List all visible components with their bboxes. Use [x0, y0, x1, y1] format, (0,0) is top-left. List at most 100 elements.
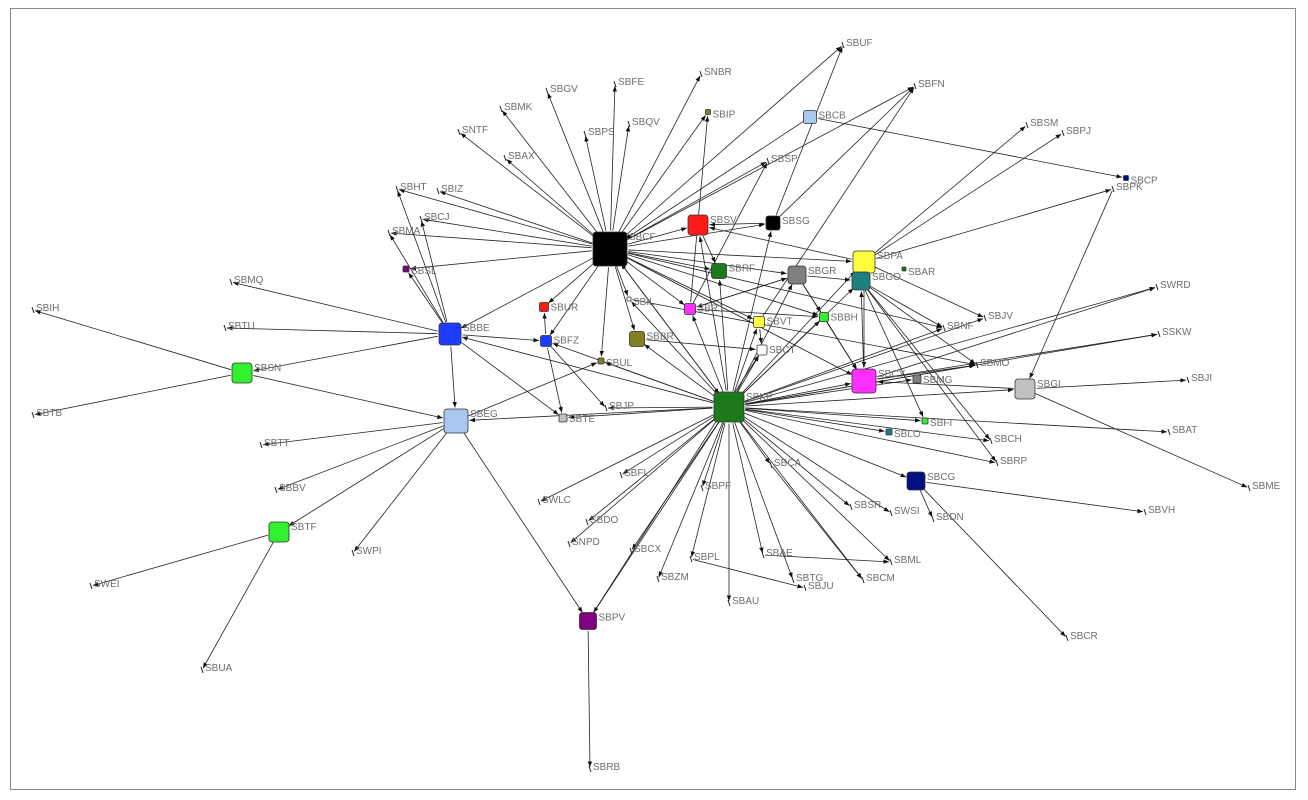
node-tick-sbju[interactable] [803, 584, 807, 592]
node-tick-sbmq[interactable] [229, 278, 233, 286]
node-sbgo[interactable]: SBGO [851, 271, 901, 291]
node-tick-sbtg[interactable] [791, 576, 795, 584]
node-tick-sskw[interactable] [1157, 330, 1161, 338]
node-sbte[interactable]: SBTE [558, 413, 595, 425]
node-sbtu[interactable]: SBTU [223, 321, 255, 332]
node-box-sblo[interactable] [885, 428, 893, 436]
node-sbpk[interactable]: SBPK [1111, 182, 1143, 193]
node-sbkp[interactable]: SBKP [713, 391, 773, 423]
node-tick-sbsp[interactable] [766, 157, 770, 165]
node-sbcf[interactable]: SBCF [592, 231, 656, 267]
node-tick-sbcr[interactable] [1065, 634, 1069, 642]
node-box-sbgr[interactable] [787, 265, 807, 285]
node-tick-sbpf[interactable] [700, 484, 704, 492]
node-tick-sbzm[interactable] [656, 575, 660, 583]
node-sbcx[interactable]: SBCX [629, 544, 662, 555]
node-box-sbbh[interactable] [819, 312, 829, 322]
node-sbht[interactable]: SBHT [395, 182, 427, 193]
node-sbpv[interactable]: SBPV [579, 612, 626, 630]
node-sbil[interactable]: SBIL [626, 296, 655, 308]
node-sbdn[interactable]: SBDN [931, 512, 964, 523]
node-tick-sbsm[interactable] [1025, 121, 1029, 129]
node-box-sbfz[interactable] [540, 335, 552, 347]
node-box-sbgl[interactable] [1014, 378, 1036, 400]
node-box-sbtf[interactable] [268, 521, 290, 543]
node-sbfi[interactable]: SBFI [921, 417, 952, 429]
node-sbcp[interactable]: SBCP [1123, 175, 1159, 187]
node-sbih[interactable]: SBIH [31, 303, 59, 314]
node-sbcr[interactable]: SBCR [1065, 631, 1098, 642]
node-sbcm[interactable]: SBCM [861, 573, 895, 584]
node-tick-swlc[interactable] [537, 498, 541, 506]
node-sbrp[interactable]: SBRP [995, 456, 1028, 467]
node-box-sbfi[interactable] [921, 417, 929, 425]
node-tick-sbbv[interactable] [274, 486, 278, 494]
node-tick-sbgv[interactable] [545, 87, 549, 95]
node-sbjp[interactable]: SBJP [604, 401, 634, 412]
node-tick-sbuf[interactable] [841, 41, 845, 49]
node-box-sbte[interactable] [558, 413, 568, 423]
node-box-sbar[interactable] [901, 266, 907, 272]
node-sbbr[interactable]: SBBR [629, 331, 674, 347]
node-sbgl[interactable]: SBGL [1014, 378, 1064, 400]
node-tick-sbiz[interactable] [436, 187, 440, 195]
node-sbcj[interactable]: SBCJ [419, 212, 450, 223]
node-sbrf[interactable]: SBRF [711, 263, 756, 279]
node-sbpf[interactable]: SBPF [700, 481, 731, 492]
node-tick-sbma[interactable] [387, 229, 391, 237]
node-tick-sbae[interactable] [761, 551, 765, 559]
node-sbbh[interactable]: SBBH [819, 312, 858, 324]
node-sbdo[interactable]: SBDO [585, 515, 619, 526]
node-sbua[interactable]: SBUA [200, 663, 233, 674]
node-tick-sbua[interactable] [200, 666, 204, 674]
node-tick-snpd[interactable] [567, 540, 571, 548]
node-sbsn[interactable]: SBSN [231, 362, 281, 384]
node-sbul[interactable]: SBUL [597, 357, 633, 369]
node-tick-sbmk[interactable] [499, 105, 503, 113]
node-tick-sbih[interactable] [31, 306, 35, 314]
node-sbtt[interactable]: SBTT [259, 438, 290, 449]
node-sbca[interactable]: SBCA [769, 458, 802, 469]
node-swsi[interactable]: SWSI [889, 506, 920, 517]
node-sbrb[interactable]: SBRB [588, 762, 621, 773]
node-box-sbcf[interactable] [592, 231, 628, 267]
node-sbfl[interactable]: SBFL [619, 468, 649, 479]
node-tick-sbau[interactable] [727, 599, 731, 607]
node-tick-sbtu[interactable] [223, 324, 227, 332]
node-sbau[interactable]: SBAU [727, 596, 759, 607]
node-sbgv[interactable]: SBGV [545, 84, 578, 95]
node-tick-sbht[interactable] [395, 185, 399, 193]
node-snpd[interactable]: SNPD [567, 537, 600, 548]
node-sbji[interactable]: SBJI [1186, 373, 1212, 384]
node-box-sbpa[interactable] [852, 250, 876, 274]
node-tick-sbcm[interactable] [861, 576, 865, 584]
node-sbiz[interactable]: SBIZ [436, 184, 463, 195]
node-sbax[interactable]: SBAX [503, 151, 535, 162]
node-box-sbeg[interactable] [443, 408, 469, 434]
node-sbma[interactable]: SBMA [387, 226, 421, 237]
node-tick-snbr[interactable] [699, 70, 703, 78]
node-tick-sbfl[interactable] [619, 471, 623, 479]
node-sbbe[interactable]: SBBE [438, 322, 490, 346]
node-sbrj[interactable]: SBRJ [684, 303, 724, 315]
node-sbvh[interactable]: SBVH [1143, 505, 1175, 516]
node-sbae[interactable]: SBAE [761, 548, 793, 559]
node-sbch[interactable]: SBCH [989, 434, 1022, 445]
node-box-sbbe[interactable] [438, 322, 462, 346]
node-sbtg[interactable]: SBTG [791, 573, 823, 584]
node-tick-sbrp[interactable] [995, 459, 999, 467]
node-box-sbur[interactable] [539, 302, 549, 312]
node-sbcy[interactable]: SBCY [851, 368, 906, 394]
node-tick-sbcx[interactable] [629, 547, 633, 555]
node-tick-sbat[interactable] [1167, 428, 1171, 436]
node-tick-sbtb[interactable] [31, 411, 35, 419]
node-tick-sbax[interactable] [503, 154, 507, 162]
node-box-sbcg[interactable] [906, 471, 926, 491]
node-sbmq[interactable]: SBMQ [229, 275, 264, 286]
node-tick-sbji[interactable] [1186, 376, 1190, 384]
node-sbjv[interactable]: SBJV [983, 311, 1013, 322]
node-swlc[interactable]: SWLC [537, 495, 571, 506]
node-box-sbcb[interactable] [803, 110, 817, 124]
node-sbpl[interactable]: SBPL [689, 552, 720, 563]
node-sbsr[interactable]: SBSR [849, 500, 881, 511]
